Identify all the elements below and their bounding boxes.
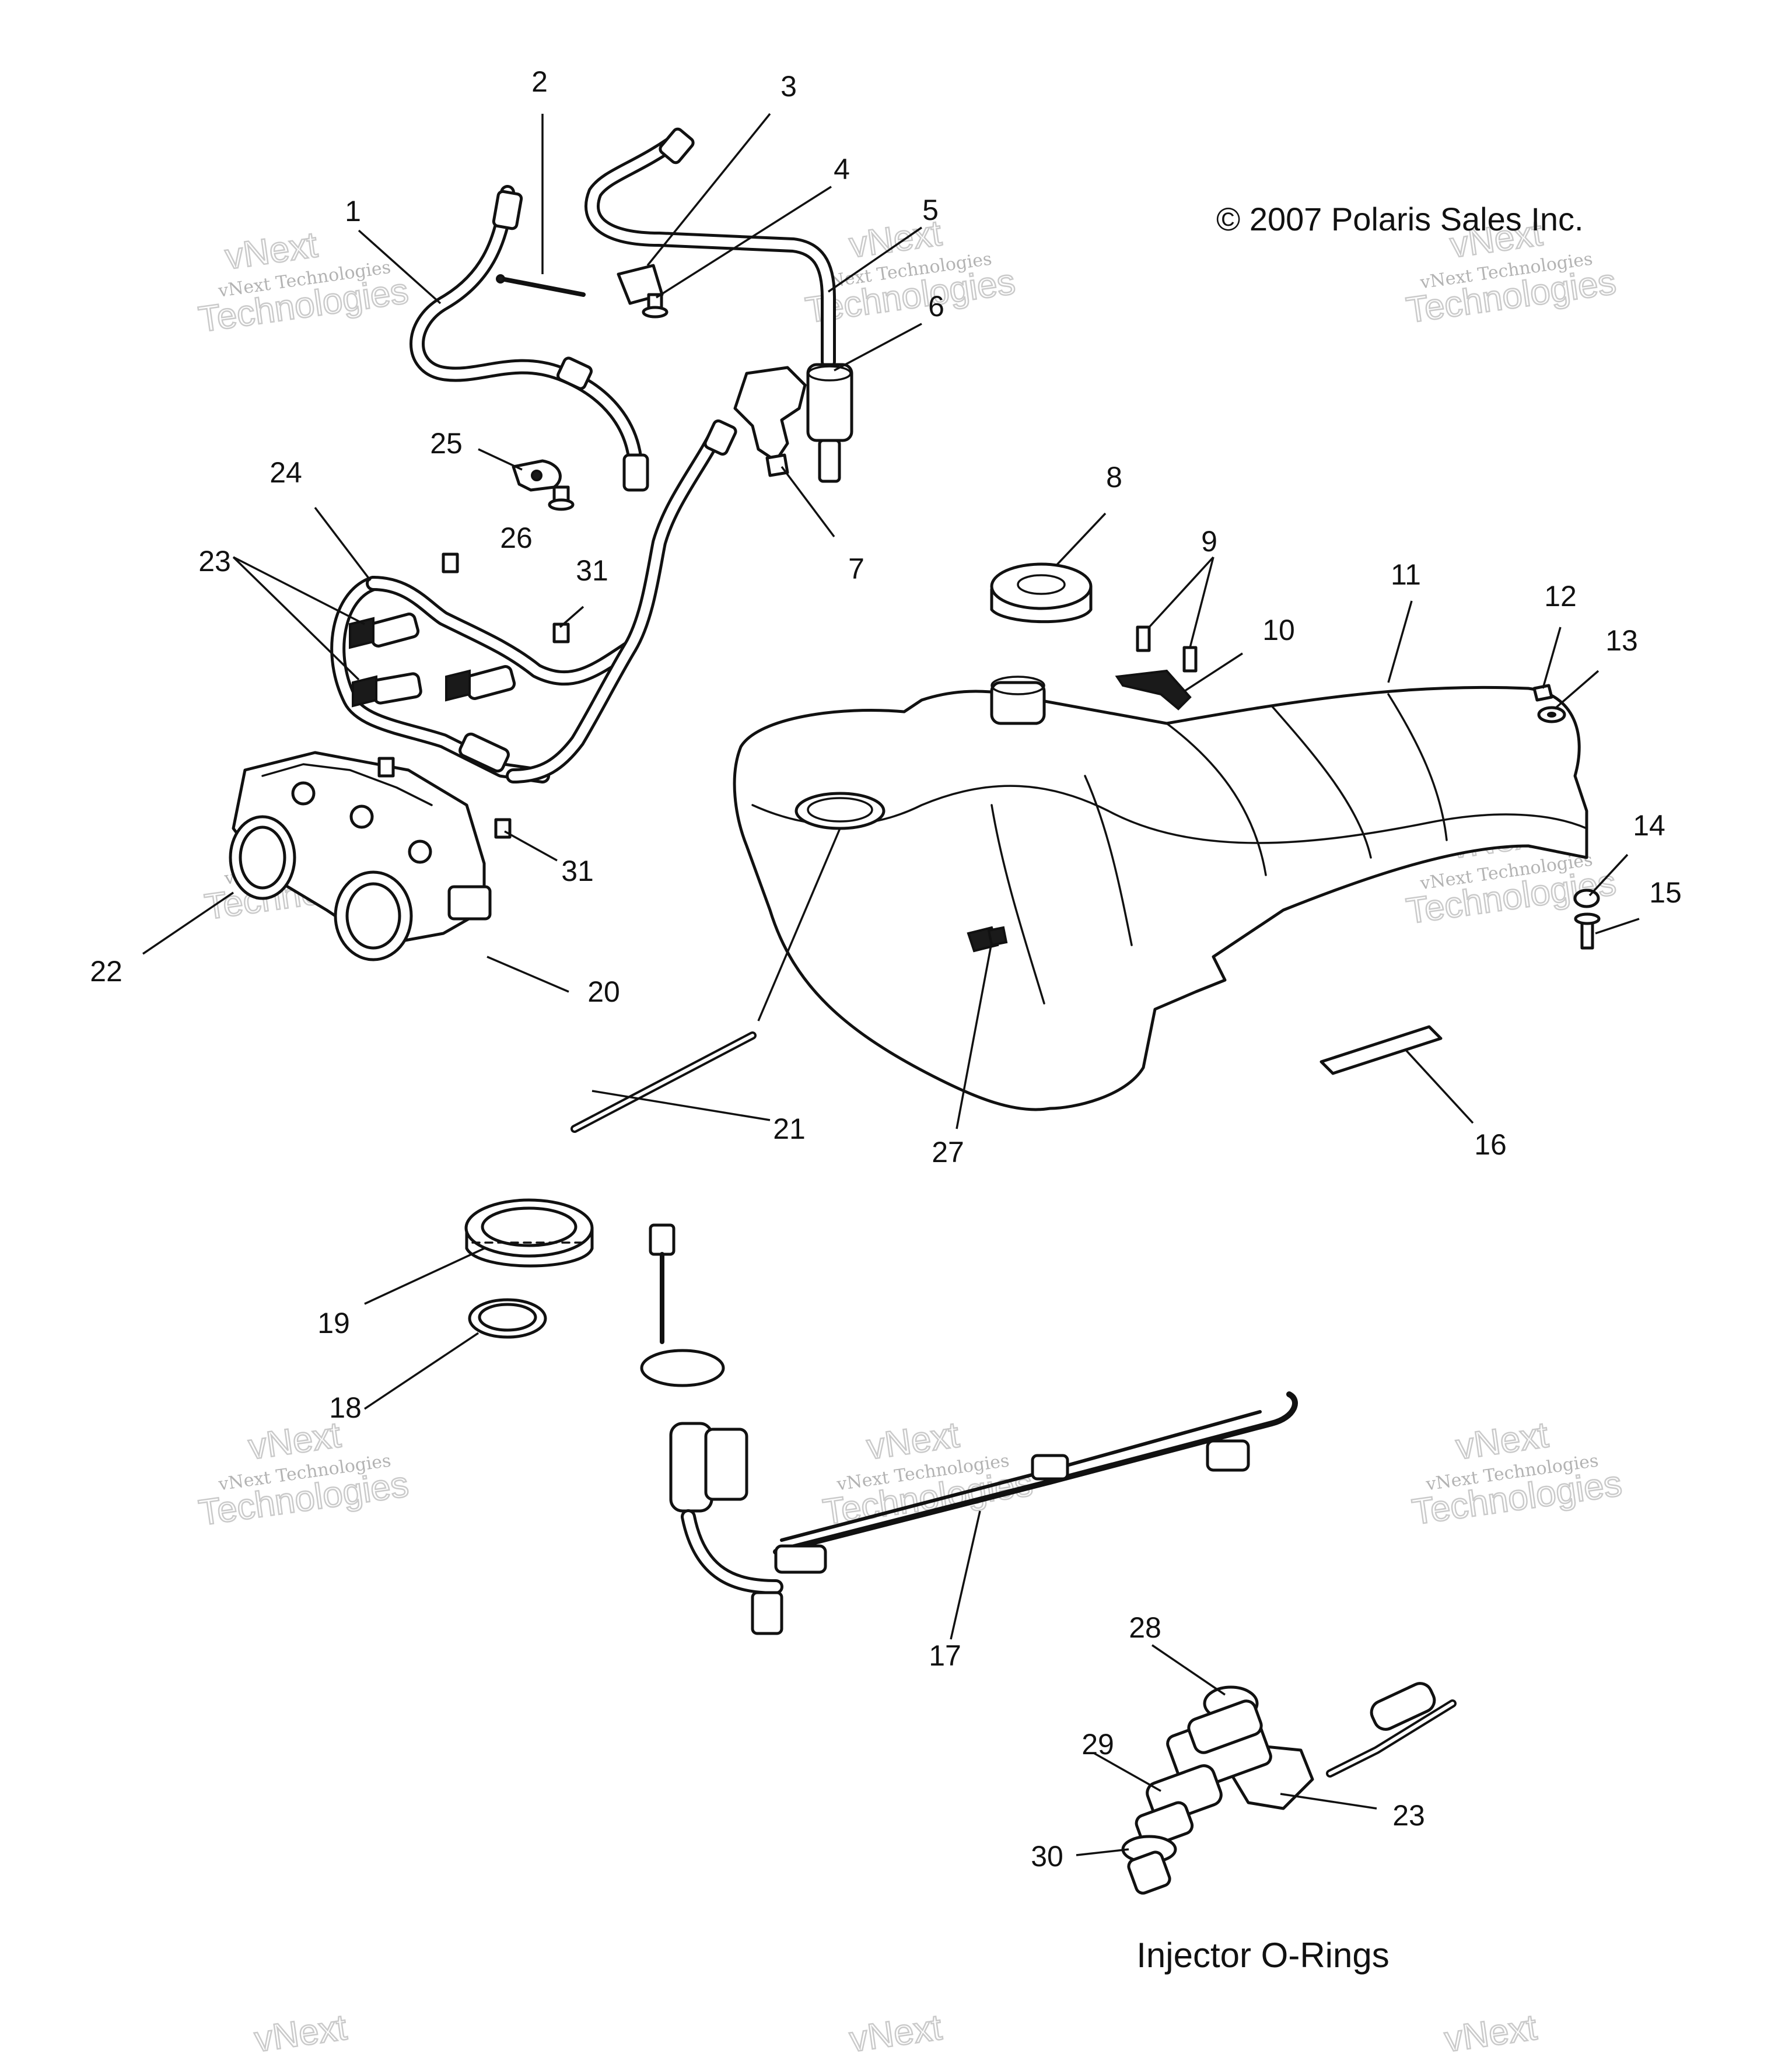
callout-29: 29 — [1082, 1728, 1114, 1761]
callout-23-detail: 23 — [1392, 1799, 1425, 1832]
screw-part-4 — [642, 293, 668, 319]
fuel-filter-part-6 — [806, 363, 853, 483]
watermark-brand: vNext — [252, 2007, 349, 2060]
callout-21: 21 — [773, 1113, 806, 1145]
callout-8: 8 — [1106, 461, 1122, 494]
callout-1: 1 — [345, 195, 361, 228]
filter-bracket-part-5 — [733, 366, 807, 463]
leader-lines — [142, 113, 1640, 1856]
callout-19: 19 — [317, 1307, 350, 1339]
callout-9: 9 — [1201, 525, 1217, 558]
callout-27: 27 — [932, 1136, 964, 1169]
callout-30: 30 — [1031, 1840, 1063, 1873]
callout-3: 3 — [780, 70, 797, 103]
fuel-tank-part-11 — [733, 676, 1588, 1111]
callout-5: 5 — [922, 194, 939, 226]
callout-20: 20 — [587, 975, 620, 1008]
callout-10: 10 — [1262, 614, 1295, 646]
o-ring-part-18 — [468, 1298, 547, 1339]
fuel-line-part-3 — [584, 127, 836, 369]
watermark-brand: vNext — [1442, 2007, 1539, 2060]
cable-tie-part-2 — [496, 274, 586, 297]
callout-12: 12 — [1544, 580, 1577, 613]
callout-22: 22 — [90, 955, 123, 988]
watermark-brand: vNext — [847, 2007, 944, 2060]
callout-4: 4 — [834, 153, 850, 186]
pad-part-16 — [1320, 1025, 1443, 1075]
washer-part-13 — [1537, 706, 1566, 723]
callout-18: 18 — [329, 1391, 362, 1424]
callout-28: 28 — [1129, 1611, 1161, 1644]
callout-24: 24 — [270, 456, 302, 489]
detail-caption: Injector O-Rings — [1136, 1936, 1389, 1975]
callout-11: 11 — [1391, 558, 1421, 591]
copyright-notice: © 2007 Polaris Sales Inc. — [1216, 201, 1584, 237]
grommet-part-14 — [1573, 888, 1600, 908]
o-ring-part-30 — [1121, 1835, 1177, 1895]
watermark-layer: vNext vNext Technologies Technologies vN… — [195, 212, 1625, 2060]
screw-part-7 — [765, 453, 789, 477]
o-ring-part-28 — [1187, 1685, 1263, 1754]
callout-16: 16 — [1474, 1128, 1507, 1161]
screw-part-26 — [548, 485, 575, 511]
callout-31: 31 — [576, 554, 608, 587]
callout-23: 23 — [198, 545, 231, 578]
vent-hose-part-1 — [410, 185, 649, 492]
callout-7: 7 — [848, 552, 864, 585]
screw-part-9 — [1136, 625, 1198, 673]
callout-14: 14 — [1633, 809, 1665, 842]
callout-15: 15 — [1649, 876, 1682, 909]
fuel-rail-part-24 — [330, 419, 737, 783]
lock-ring-part-19 — [464, 1198, 594, 1268]
throttle-body-part-22 — [229, 815, 296, 900]
screw-part-31 — [377, 552, 570, 839]
bolt-part-15 — [1574, 912, 1601, 950]
callout-31-lower: 31 — [561, 855, 594, 887]
callout-13: 13 — [1605, 624, 1638, 657]
callout-25: 25 — [430, 427, 463, 460]
fuel-cap-part-8 — [990, 562, 1093, 624]
injector-part-23 — [349, 613, 516, 773]
decal-part-27 — [987, 926, 1008, 947]
callout-6: 6 — [928, 290, 944, 323]
bracket-part-10 — [1115, 669, 1192, 711]
fuel-pump-part-17 — [640, 1223, 1298, 1635]
tube-part-21 — [570, 1031, 757, 1133]
callout-26: 26 — [500, 522, 533, 554]
clamp-part-25 — [512, 459, 562, 492]
callout-2: 2 — [531, 65, 548, 98]
callout-17: 17 — [929, 1639, 961, 1672]
callout-numbers: 1 2 3 4 5 6 7 8 9 10 11 12 13 14 15 16 1… — [90, 65, 1682, 1873]
